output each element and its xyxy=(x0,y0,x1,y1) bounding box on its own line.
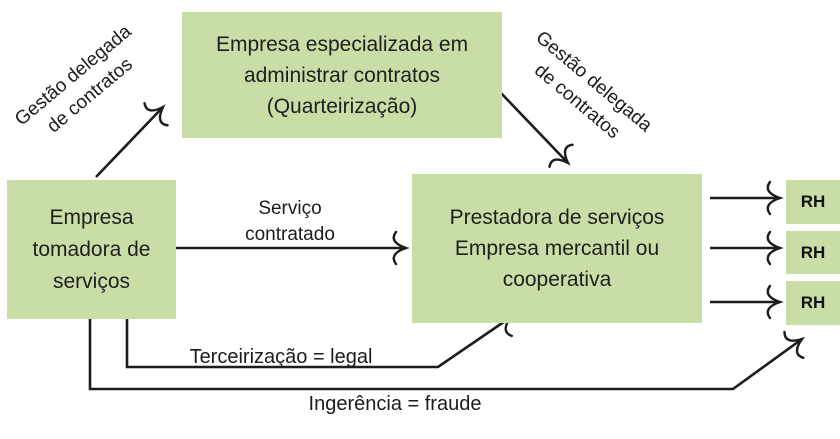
arrow-gestao-delegada-left xyxy=(95,101,169,178)
box-prestadora-line3: cooperativa xyxy=(502,268,612,291)
box-empresa-tomadora: Empresa tomadora de serviços xyxy=(7,180,176,319)
arrow-ingerencia xyxy=(88,319,806,391)
box-empresa-tomadora-line1: Empresa xyxy=(49,205,134,229)
arrow-terceirizacao xyxy=(125,308,515,369)
label-terceirizacao-legal: Terceirização = legal xyxy=(189,346,373,368)
box-empresa-tomadora-line3: serviços xyxy=(52,269,131,293)
arrow-gestao-delegada-right xyxy=(499,91,574,169)
box-prestadora-line2: Empresa mercantil ou xyxy=(454,237,660,260)
box-rh-1: RH xyxy=(786,180,840,224)
box-empresa-especializada-line2: administrar contratos xyxy=(243,63,441,87)
label-ingerencia-fraude: Ingerência = fraude xyxy=(308,393,482,415)
box-rh-3: RH xyxy=(786,281,840,325)
box-empresa-especializada-line1: Empresa especializada em xyxy=(215,32,469,56)
box-prestadora-line1: Prestadora de serviços xyxy=(449,206,665,229)
label-servico-contratado: Serviço contratado xyxy=(210,196,370,248)
box-prestadora: Prestadora de serviços Empresa mercantil… xyxy=(412,174,702,323)
box-empresa-tomadora-line2: tomadora de xyxy=(32,237,151,261)
box-empresa-especializada-line3: (Quarteirização) xyxy=(266,94,418,118)
label-servico-contratado-line2: contratado xyxy=(245,224,335,245)
box-rh-3-label: RH xyxy=(800,293,826,312)
label-servico-contratado-line1: Serviço xyxy=(258,198,322,219)
box-rh-2-label: RH xyxy=(800,242,826,262)
box-rh-1-label: RH xyxy=(800,192,826,211)
box-rh-2: RH xyxy=(786,231,840,274)
box-empresa-especializada: Empresa especializada em administrar con… xyxy=(182,12,502,138)
